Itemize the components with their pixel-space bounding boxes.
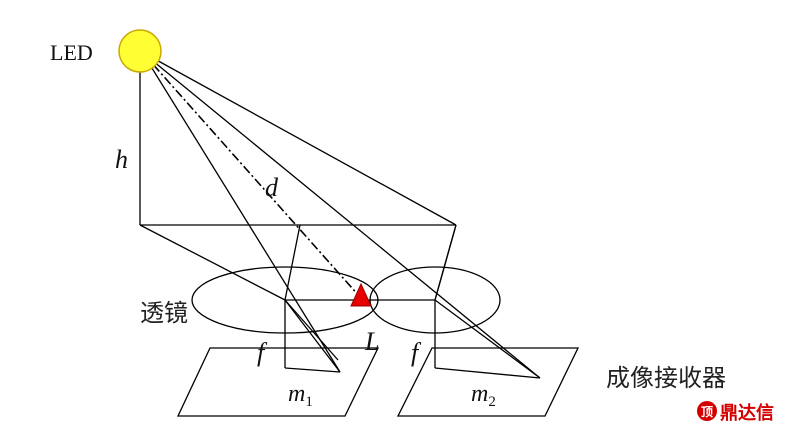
baseline-label: L — [364, 327, 379, 356]
led-source — [118, 29, 162, 73]
ray-led-to-right-floor — [141, 51, 457, 226]
distance-label: d — [265, 173, 279, 202]
image-left-label-sub: 1 — [305, 394, 313, 410]
focal-left-label: f — [257, 338, 268, 367]
left-image-ray-lower — [284, 299, 339, 361]
image-right-label-base: m — [471, 381, 488, 407]
right-floor-to-lens — [434, 224, 457, 301]
receiver-label: 成像接收器 — [606, 364, 726, 392]
watermark-text: 鼎达信 — [720, 402, 774, 424]
watermark: 顶 鼎达信 — [697, 401, 774, 424]
receiver-plane-left — [176, 347, 380, 417]
right-image-base — [434, 367, 541, 379]
image-right-label-sub: 2 — [488, 394, 496, 410]
watermark-logo-icon — [697, 401, 717, 421]
led-label: LED — [50, 40, 93, 65]
floor-edge-left — [139, 224, 286, 301]
ray-led-to-right-image — [141, 51, 541, 379]
focal-right-label: f — [411, 338, 422, 367]
image-left-label-base: m — [288, 381, 305, 407]
midpoint-marker — [350, 282, 372, 307]
height-label: h — [115, 145, 128, 174]
right-image-ray — [434, 299, 541, 379]
receiver-plane-right — [396, 347, 580, 417]
image-right-label: m2 — [471, 381, 496, 410]
image-left-label: m1 — [288, 381, 313, 410]
distance-line-d — [141, 51, 361, 298]
lens-label: 透镜 — [140, 299, 188, 327]
ray-led-to-left-image — [141, 51, 341, 373]
left-image-ray-upper — [284, 299, 341, 373]
watermark-logo-glyph: 顶 — [701, 405, 713, 419]
projection-left-vertical — [284, 224, 301, 301]
left-image-base — [284, 367, 341, 373]
